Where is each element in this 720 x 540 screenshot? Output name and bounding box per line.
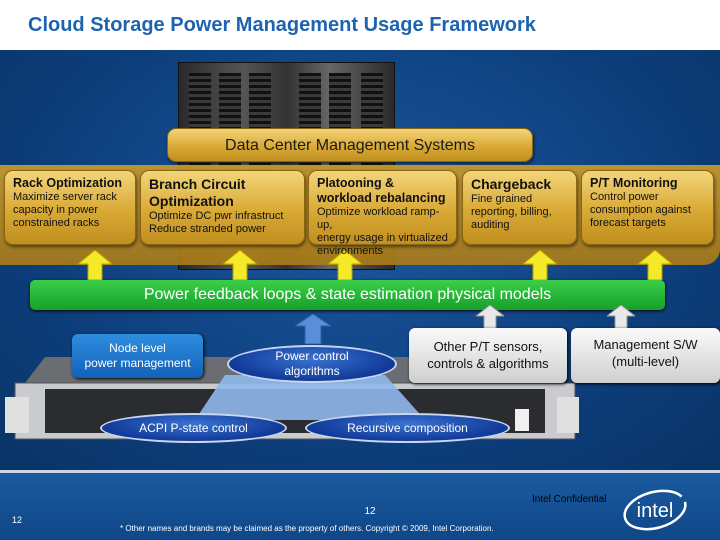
arrow-up-icon: [295, 314, 331, 344]
arrow-up-icon: [78, 250, 112, 280]
confidential-label: Intel Confidential: [532, 494, 607, 505]
svg-text:intel: intel: [637, 500, 674, 522]
intel-logo: intel: [623, 489, 687, 531]
acpi-pstate-control: ACPI P-state control: [100, 413, 287, 443]
footer: [0, 470, 720, 540]
feedback-loops-bar: Power feedback loops & state estimation …: [30, 280, 665, 310]
legal-notice: * Other names and brands may be claimed …: [120, 524, 494, 533]
arrow-up-icon: [328, 250, 362, 280]
page-number-left: 12: [12, 515, 23, 525]
other-pt-sensors: Other P/T sensors,controls & algorithms: [409, 328, 567, 383]
slide-title: Cloud Storage Power Management Usage Fra…: [28, 14, 536, 36]
arrow-up-icon: [223, 250, 257, 280]
arrow-up-icon: [523, 250, 557, 280]
page-number: 12: [364, 506, 376, 517]
recursive-composition: Recursive composition: [305, 413, 510, 443]
management-sw: Management S/W(multi-level): [571, 328, 720, 383]
arrow-up-icon: [607, 305, 635, 329]
data-center-management-systems: Data Center Management Systems: [167, 128, 533, 162]
arrow-up-icon: [638, 250, 672, 280]
arrow-up-icon: [476, 305, 504, 329]
